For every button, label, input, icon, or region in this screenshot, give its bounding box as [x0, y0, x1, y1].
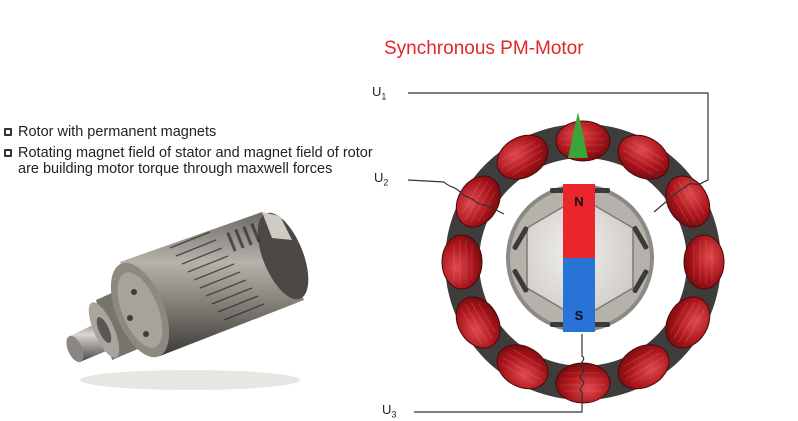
rotor-illustration [66, 212, 309, 390]
stator-coil [617, 134, 670, 180]
wire-u2 [407, 179, 505, 215]
label-u1: U1 [372, 84, 387, 102]
magnet-north-pole [563, 184, 595, 258]
bullet-icon [4, 128, 12, 136]
wire-u1 [408, 92, 709, 191]
label-u2: U2 [374, 170, 389, 188]
stator-coil [665, 296, 711, 349]
magnet-south-pole [563, 258, 595, 332]
stator-coil [455, 175, 501, 228]
bullet-text: Rotating magnet field of stator and magn… [18, 145, 373, 177]
magnet-south-label: S [575, 308, 584, 323]
bullet-icon [4, 149, 12, 157]
stator-coils [441, 120, 725, 404]
wire-u1-inner [653, 189, 681, 213]
bar-magnet: N S [563, 184, 595, 332]
label-u3: U3 [382, 402, 397, 420]
diagram-title: Synchronous PM-Motor [384, 38, 584, 59]
rotor-body [110, 212, 309, 358]
wire-u3 [414, 334, 585, 413]
stator-coil [555, 362, 611, 404]
bullet-list: Rotor with permanent magnets Rotating ma… [4, 124, 384, 182]
stator-coil [683, 234, 725, 290]
bullet-item: Rotating magnet field of stator and magn… [4, 145, 384, 177]
phase-wires [407, 92, 709, 413]
magnet-north-label: N [574, 194, 583, 209]
stator-coil [617, 344, 670, 390]
stator-coil [441, 234, 483, 290]
stator-coil [665, 175, 711, 228]
stator-coil [455, 296, 501, 349]
bullet-text: Rotor with permanent magnets [18, 124, 217, 140]
stator-coil [496, 344, 549, 390]
bullet-item: Rotor with permanent magnets [4, 124, 384, 140]
stator-coil [496, 134, 549, 180]
field-arrow-icon [568, 112, 588, 158]
